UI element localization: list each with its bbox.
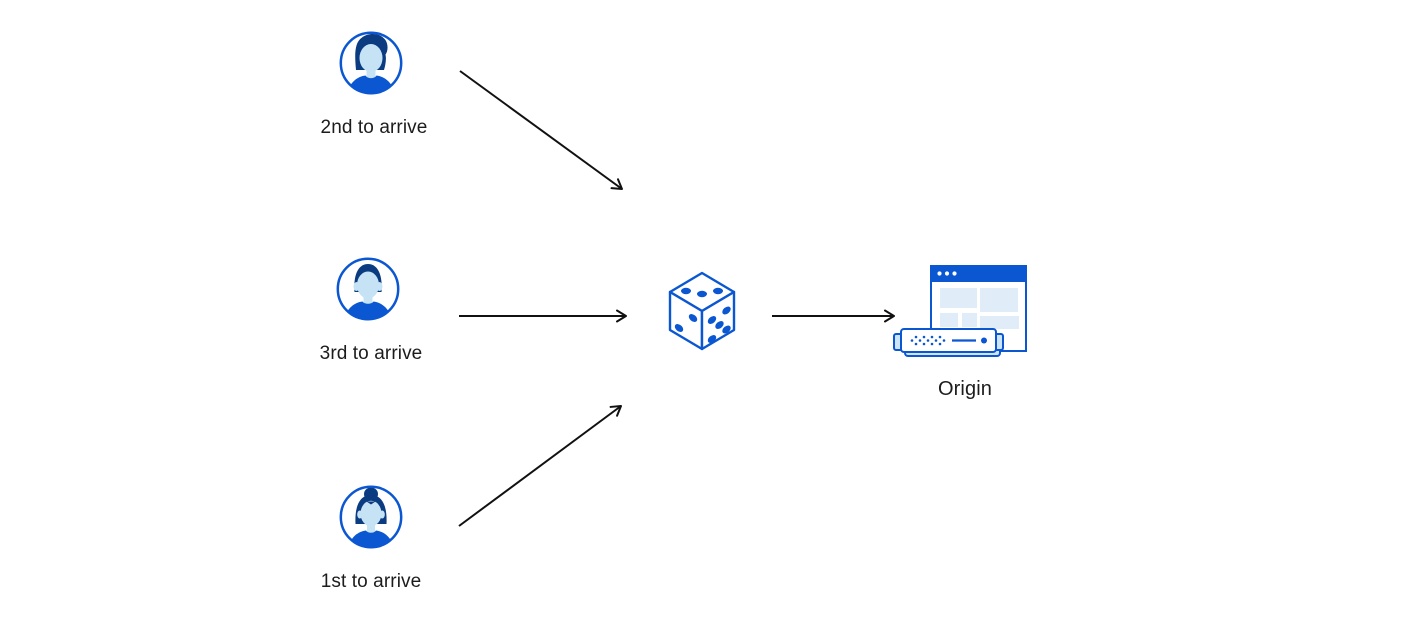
origin-label: Origin (938, 378, 992, 400)
origin-server-icon (893, 265, 1027, 357)
origin-node: Origin (888, 259, 1028, 400)
client-label-2nd: 2nd to arrive (320, 117, 428, 138)
arrow-client-1st-to-dice (458, 405, 622, 527)
client-label-1st: 1st to arrive (320, 571, 422, 592)
client-node-1st: 1st to arrive (321, 484, 421, 592)
client-label-3rd: 3rd to arrive (319, 343, 423, 364)
client-node-3rd: 3rd to arrive (320, 256, 422, 364)
man-quiff-avatar-icon (339, 31, 403, 95)
client-node-2nd: 2nd to arrive (321, 30, 427, 138)
man-short-hair-avatar-icon (336, 257, 400, 321)
woman-bun-avatar-icon (339, 485, 403, 549)
arrow-client-2nd-to-dice (459, 70, 623, 190)
selector-node (667, 271, 737, 356)
dice-icon (668, 271, 736, 351)
